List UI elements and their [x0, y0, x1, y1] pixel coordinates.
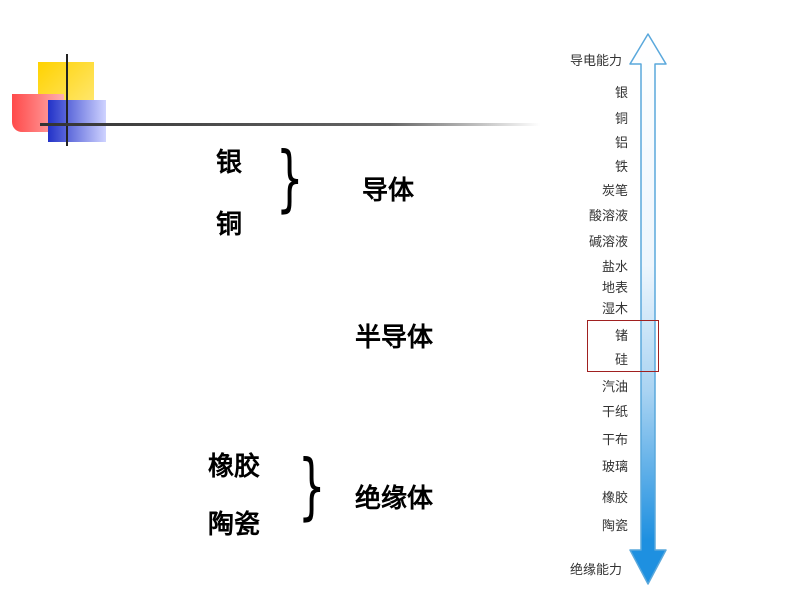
decor-blue-square: [48, 100, 106, 142]
conductor-item-silver: 银: [216, 148, 243, 178]
insulator-label: 绝缘体: [355, 484, 434, 514]
material-item: 橡胶: [601, 491, 628, 506]
insulator-brace: }: [298, 444, 326, 528]
material-item: 汽油: [601, 380, 628, 395]
decor-vertical-line: [66, 54, 68, 146]
decor-horizontal-rule: [40, 123, 540, 126]
material-item: 干布: [601, 433, 628, 448]
material-item: 酸溶液: [588, 209, 628, 224]
conductor-brace: }: [276, 136, 304, 220]
conductivity-arrow: [629, 33, 667, 585]
material-item: 炭笔: [601, 184, 628, 199]
material-item: 盐水: [601, 260, 628, 275]
material-item: 陶瓷: [601, 519, 628, 534]
semiconductor-highlight-box: [587, 320, 659, 372]
material-item: 干纸: [601, 405, 628, 420]
semiconductor-label: 半导体: [355, 323, 434, 353]
material-item: 银: [614, 86, 628, 101]
insulator-item-ceramic: 陶瓷: [208, 510, 261, 540]
conductor-label: 导体: [362, 176, 415, 206]
material-item: 玻璃: [601, 460, 628, 475]
insulator-item-rubber: 橡胶: [208, 452, 261, 482]
scale-bottom-label: 绝缘能力: [570, 563, 623, 578]
material-item: 铜: [614, 112, 628, 127]
material-item: 铝: [614, 136, 628, 151]
material-item: 湿木: [601, 302, 628, 317]
material-item-highlighted: 锗: [614, 329, 628, 344]
material-item: 铁: [614, 160, 628, 175]
conductor-item-copper: 铜: [216, 210, 243, 240]
material-item: 地表: [601, 281, 628, 296]
material-item: 碱溶液: [588, 235, 628, 250]
material-item-highlighted: 硅: [614, 353, 628, 368]
scale-top-label: 导电能力: [570, 54, 623, 69]
